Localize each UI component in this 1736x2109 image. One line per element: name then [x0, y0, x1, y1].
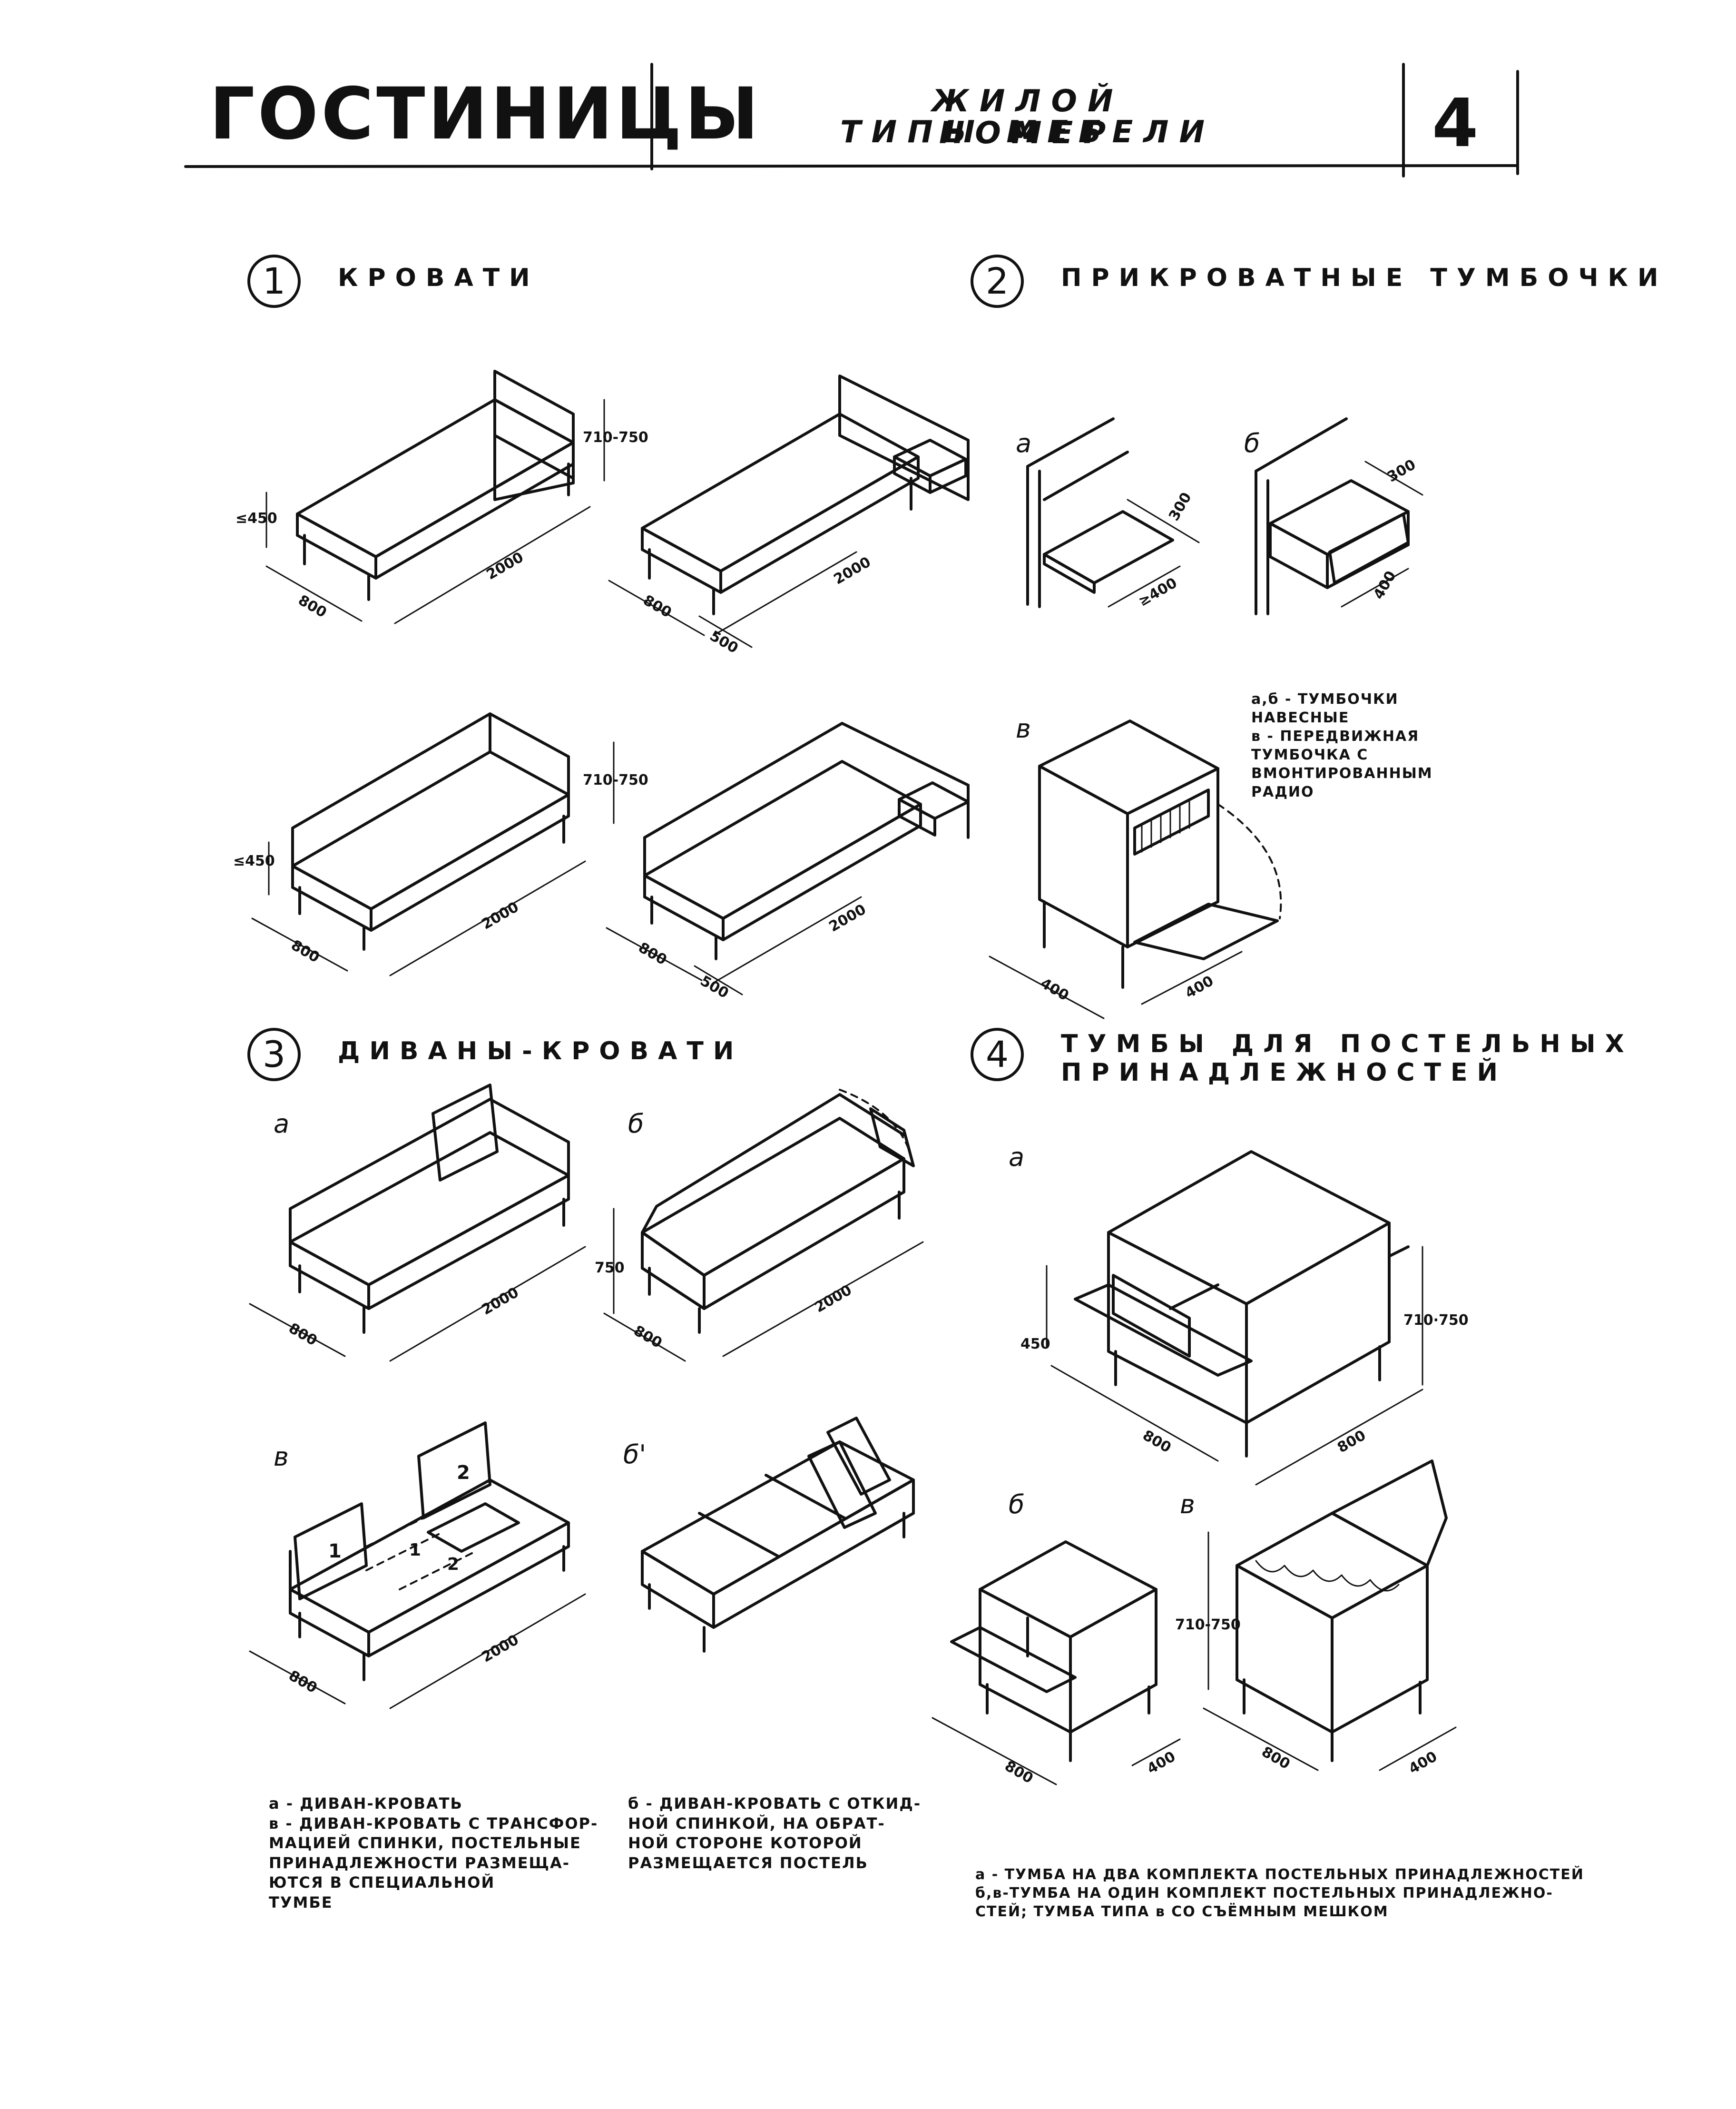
nightstand-b-drawing — [1255, 417, 1423, 615]
section-4-title: ТУМБЫ ДЛЯ ПОСТЕЛЬНЫХ ПРИНАДЛЕЖНОСТЕЙ — [1061, 1030, 1634, 1087]
cabinet-a-drawing — [1046, 1150, 1423, 1486]
header-rules — [184, 63, 1519, 177]
sofa-b-height: 750 — [595, 1260, 625, 1276]
sofa-b-label: б — [628, 1109, 644, 1139]
bed-3-drawing — [251, 712, 615, 976]
cabinet-b-label: б — [1009, 1489, 1025, 1519]
cabinet-v-drawing — [1203, 1459, 1457, 1771]
cabinet-a-height: 710·750 — [1403, 1312, 1469, 1329]
cabinet-v-label: в — [1180, 1489, 1195, 1519]
section-1-title: КРОВАТИ — [338, 264, 539, 292]
sofa-a-label: а — [274, 1109, 290, 1139]
bed-4-drawing — [606, 722, 970, 995]
page-title: ГОСТИНИЦЫ — [209, 73, 762, 156]
sofa-v-seat-2: 2 — [447, 1555, 460, 1574]
bed-1-height-max: ≤450 — [235, 510, 277, 527]
section-4-number: 4 — [971, 1028, 1024, 1081]
bed-1-headboard-height: 710-750 — [583, 429, 648, 446]
sofa-v-cushion-1: 1 — [328, 1540, 342, 1562]
section-2-title: ПРИКРОВАТНЫЕ ТУМБОЧКИ — [1061, 264, 1668, 292]
cabinets-caption: а - ТУМБА НА ДВА КОМПЛЕКТА ПОСТЕЛЬНЫХ ПР… — [975, 1866, 1584, 1920]
sofa-right-caption: б - ДИВАН-КРОВАТЬ С ОТКИД- НОЙ СПИНКОЙ, … — [628, 1794, 922, 1872]
nightstand-a-drawing — [1026, 417, 1200, 608]
nightstands-caption: а,б - ТУМБОЧКИ НАВЕСНЫЕ в - ПЕРЕДВИЖНАЯ … — [1251, 691, 1433, 800]
section-3-title: ДИВАНЫ-КРОВАТИ — [338, 1037, 744, 1065]
sofa-v-label: в — [274, 1442, 289, 1472]
page-subtitle-line1: ЖИЛОЙ НОМЕР — [932, 84, 1124, 151]
cabinet-b-drawing — [932, 1540, 1181, 1785]
page-subtitle-line2: ТИПЫ МЕБЕЛИ — [840, 115, 1215, 150]
bed-3-back-height: 710-750 — [583, 772, 648, 788]
sofa-v-cushion-2: 2 — [457, 1462, 470, 1484]
cabinet-a-shelf-height: 450 — [1020, 1336, 1050, 1352]
section-1-number: 1 — [247, 255, 301, 308]
sofa-b-prime-label: б' — [623, 1439, 647, 1469]
section-3-number: 3 — [247, 1028, 301, 1081]
sofa-b-drawing — [603, 1089, 924, 1362]
nightstand-a-label: а — [1016, 428, 1032, 458]
nightstand-b-label: б — [1244, 428, 1260, 458]
cabinet-a-label: а — [1009, 1142, 1025, 1172]
sofa-left-caption: а - ДИВАН-КРОВАТЬ в - ДИВАН-КРОВАТЬ С ТР… — [269, 1794, 598, 1912]
nightstand-v-label: в — [1016, 714, 1031, 744]
sofa-a-drawing — [249, 1084, 586, 1362]
page-number: 4 — [1432, 85, 1479, 162]
bed-1-drawing — [265, 370, 605, 624]
section-2-number: 2 — [971, 255, 1024, 308]
cabinet-v-height: 710-750 — [1175, 1616, 1241, 1633]
sofa-b-prime-drawing — [641, 1417, 915, 1653]
nightstand-c-drawing — [989, 719, 1282, 1019]
bed-3-height-max: ≤450 — [233, 853, 275, 869]
sofa-v-drawing — [249, 1421, 586, 1709]
bed-2-drawing — [608, 374, 970, 648]
sofa-v-seat-1: 1 — [409, 1540, 422, 1560]
